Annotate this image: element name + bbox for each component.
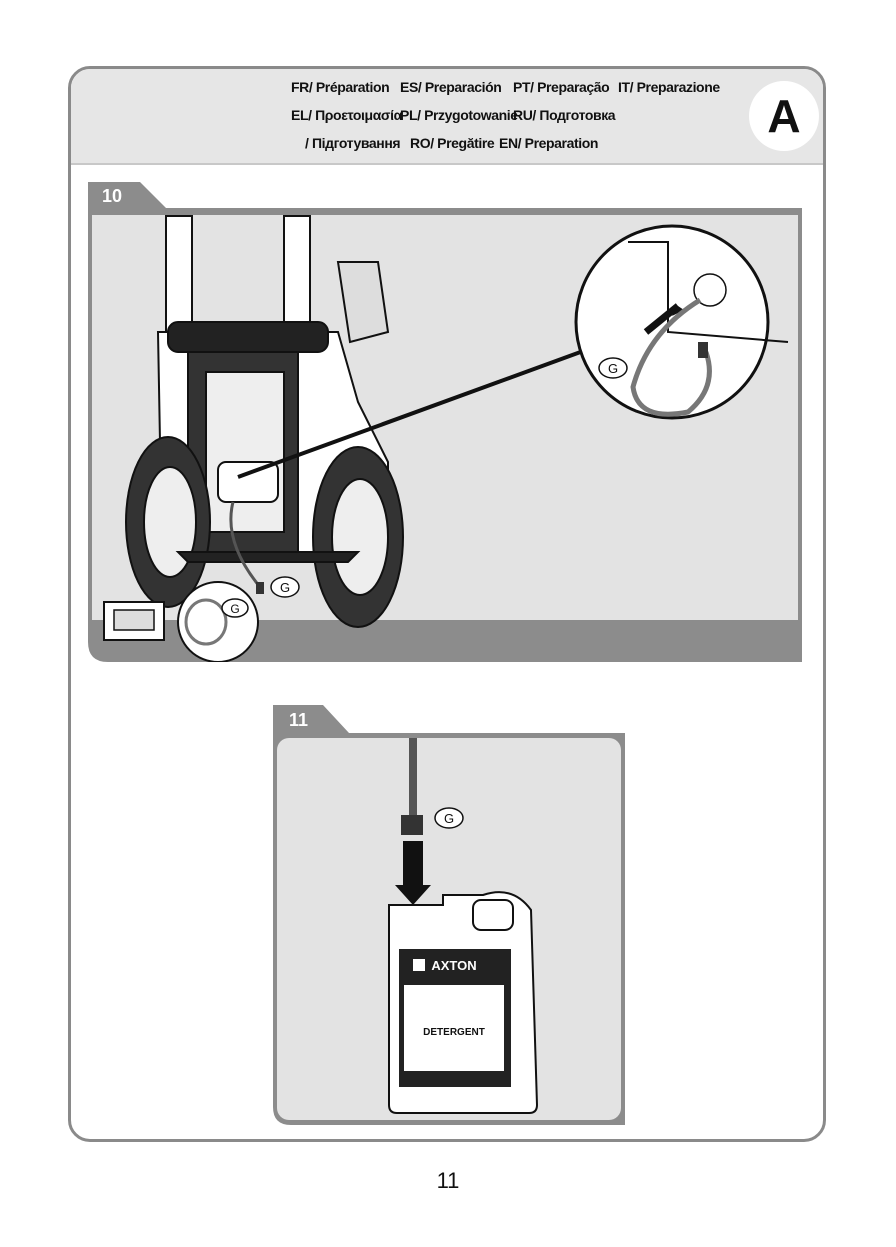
title-pl: PL/ Przygotowanie: [400, 107, 518, 123]
step11-panel: G AXTON DETERGENT 11: [273, 705, 625, 1125]
title-it: IT/ Preparazione: [618, 79, 720, 95]
page-number: 11: [0, 1168, 896, 1194]
product-label: DETERGENT: [423, 1027, 485, 1038]
title-fr: FR/ Préparation: [291, 79, 389, 95]
header-band: FR/ Préparation ES/ Preparación PT/ Prep…: [71, 69, 823, 165]
step11-illustration: G AXTON DETERGENT: [273, 705, 625, 1125]
step11-number: 11: [289, 710, 308, 731]
title-ro: RO/ Pregătire: [410, 135, 494, 151]
inset-label: G: [230, 602, 239, 616]
brand-logo: AXTON: [431, 958, 476, 973]
step10-illustration: G G G: [88, 182, 802, 662]
title-pt: PT/ Preparação: [513, 79, 609, 95]
callout-label: G: [608, 361, 618, 376]
title-uk: / Підготування: [305, 135, 400, 151]
step10-panel: G G G 10: [88, 182, 802, 662]
hose-label: G: [280, 580, 290, 595]
step10-number: 10: [102, 186, 122, 207]
title-es: ES/ Preparación: [400, 79, 501, 95]
title-ru: RU/ Подготовка: [513, 107, 615, 123]
title-en: EN/ Preparation: [499, 135, 598, 151]
step11-hose-label: G: [444, 811, 454, 826]
section-badge: A: [749, 81, 819, 151]
title-el: EL/ Προετοιμασία: [291, 107, 402, 123]
